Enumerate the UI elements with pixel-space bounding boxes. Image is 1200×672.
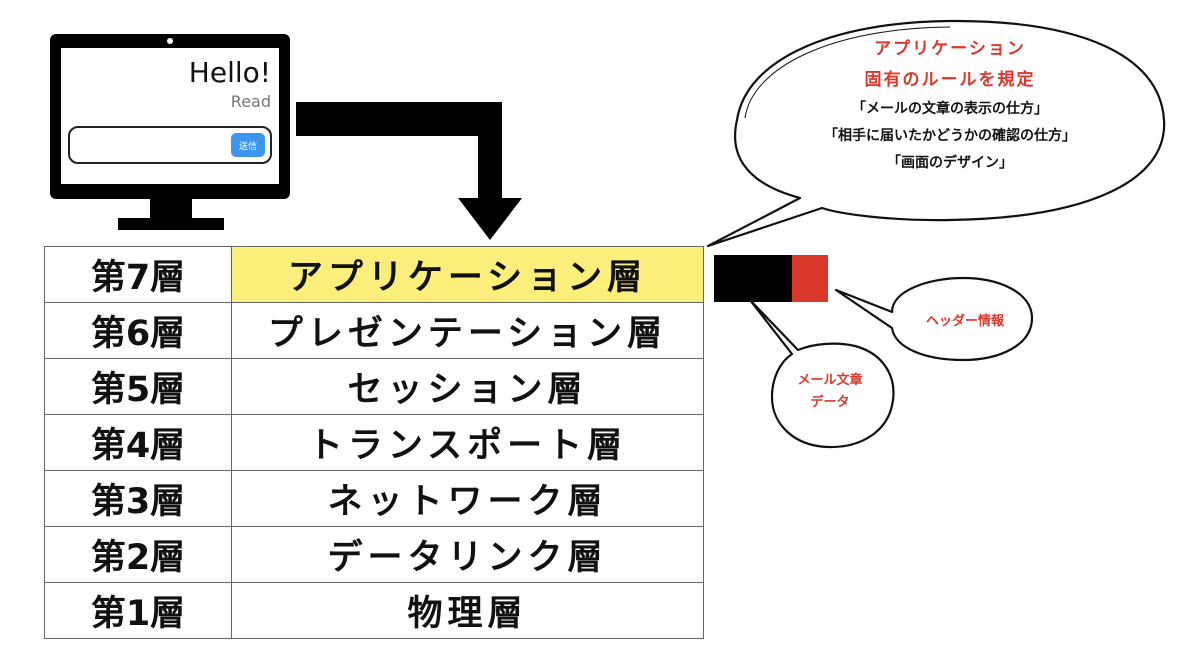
layer-number: 第6層 <box>44 302 232 359</box>
flow-arrow <box>296 102 522 240</box>
layer-number: 第3層 <box>44 470 232 527</box>
layer-name: トランスポート層 <box>231 414 704 471</box>
greeting-text: Hello! <box>188 56 271 89</box>
layer-number: 第1層 <box>44 582 232 639</box>
layer-name: アプリケーション層 <box>231 246 704 303</box>
layer-number: 第4層 <box>44 414 232 471</box>
layer-row-6: 第6層 プレゼンテーション層 <box>44 302 704 359</box>
send-button[interactable]: 送信 <box>231 133 265 157</box>
callout-main-bubble <box>706 19 1166 248</box>
layer-row-5: 第5層 セッション層 <box>44 358 704 415</box>
layer-row-7: 第7層 アプリケーション層 <box>44 246 704 303</box>
callout-main-title-2: 固有のルールを規定 <box>864 70 1036 90</box>
callout-main-title-1: アプリケーション <box>874 39 1026 59</box>
callout-item: 「相手に届いたかどうかの確認の仕方」 <box>824 128 1076 144</box>
callout-item: 「画面のデザイン」 <box>887 155 1013 171</box>
layer-row-3: 第3層 ネットワーク層 <box>44 470 704 527</box>
callout-data-bubble <box>748 298 895 449</box>
packet-header-block <box>792 255 828 302</box>
callout-data-line-2: データ <box>810 395 850 410</box>
callout-main-text: アプリケーション 固有のルールを規定 「メールの文章の表示の仕方」 「相手に届い… <box>770 34 1130 177</box>
layer-number: 第5層 <box>44 358 232 415</box>
camera-dot <box>167 38 173 44</box>
callout-data-text: メール文章 データ <box>775 370 885 414</box>
arrow-shape <box>296 102 522 240</box>
packet-data-block <box>714 255 792 302</box>
layer-number: 第2層 <box>44 526 232 583</box>
layer-row-2: 第2層 データリンク層 <box>44 526 704 583</box>
callout-item: 「メールの文章の表示の仕方」 <box>852 101 1048 117</box>
computer-monitor: Hello! Read 送信 <box>50 34 290 199</box>
layer-row-4: 第4層 トランスポート層 <box>44 414 704 471</box>
monitor-stand-base <box>118 218 224 230</box>
read-status: Read <box>230 92 271 111</box>
monitor-screen: Hello! Read 送信 <box>61 48 279 184</box>
layer-name: ネットワーク層 <box>231 470 704 527</box>
osi-layer-table: 第7層 アプリケーション層 第6層 プレゼンテーション層 第5層 セッション層 … <box>44 246 704 639</box>
layer-name: 物理層 <box>231 582 704 639</box>
layer-row-1: 第1層 物理層 <box>44 582 704 639</box>
layer-name: プレゼンテーション層 <box>231 302 704 359</box>
callout-main-bubble-sketch <box>744 26 951 119</box>
callout-header-bubble <box>834 276 1034 362</box>
callout-header-text: ヘッダー情報 <box>925 314 1004 329</box>
callout-data-line-1: メール文章 <box>797 373 863 388</box>
message-input[interactable]: 送信 <box>68 126 272 164</box>
